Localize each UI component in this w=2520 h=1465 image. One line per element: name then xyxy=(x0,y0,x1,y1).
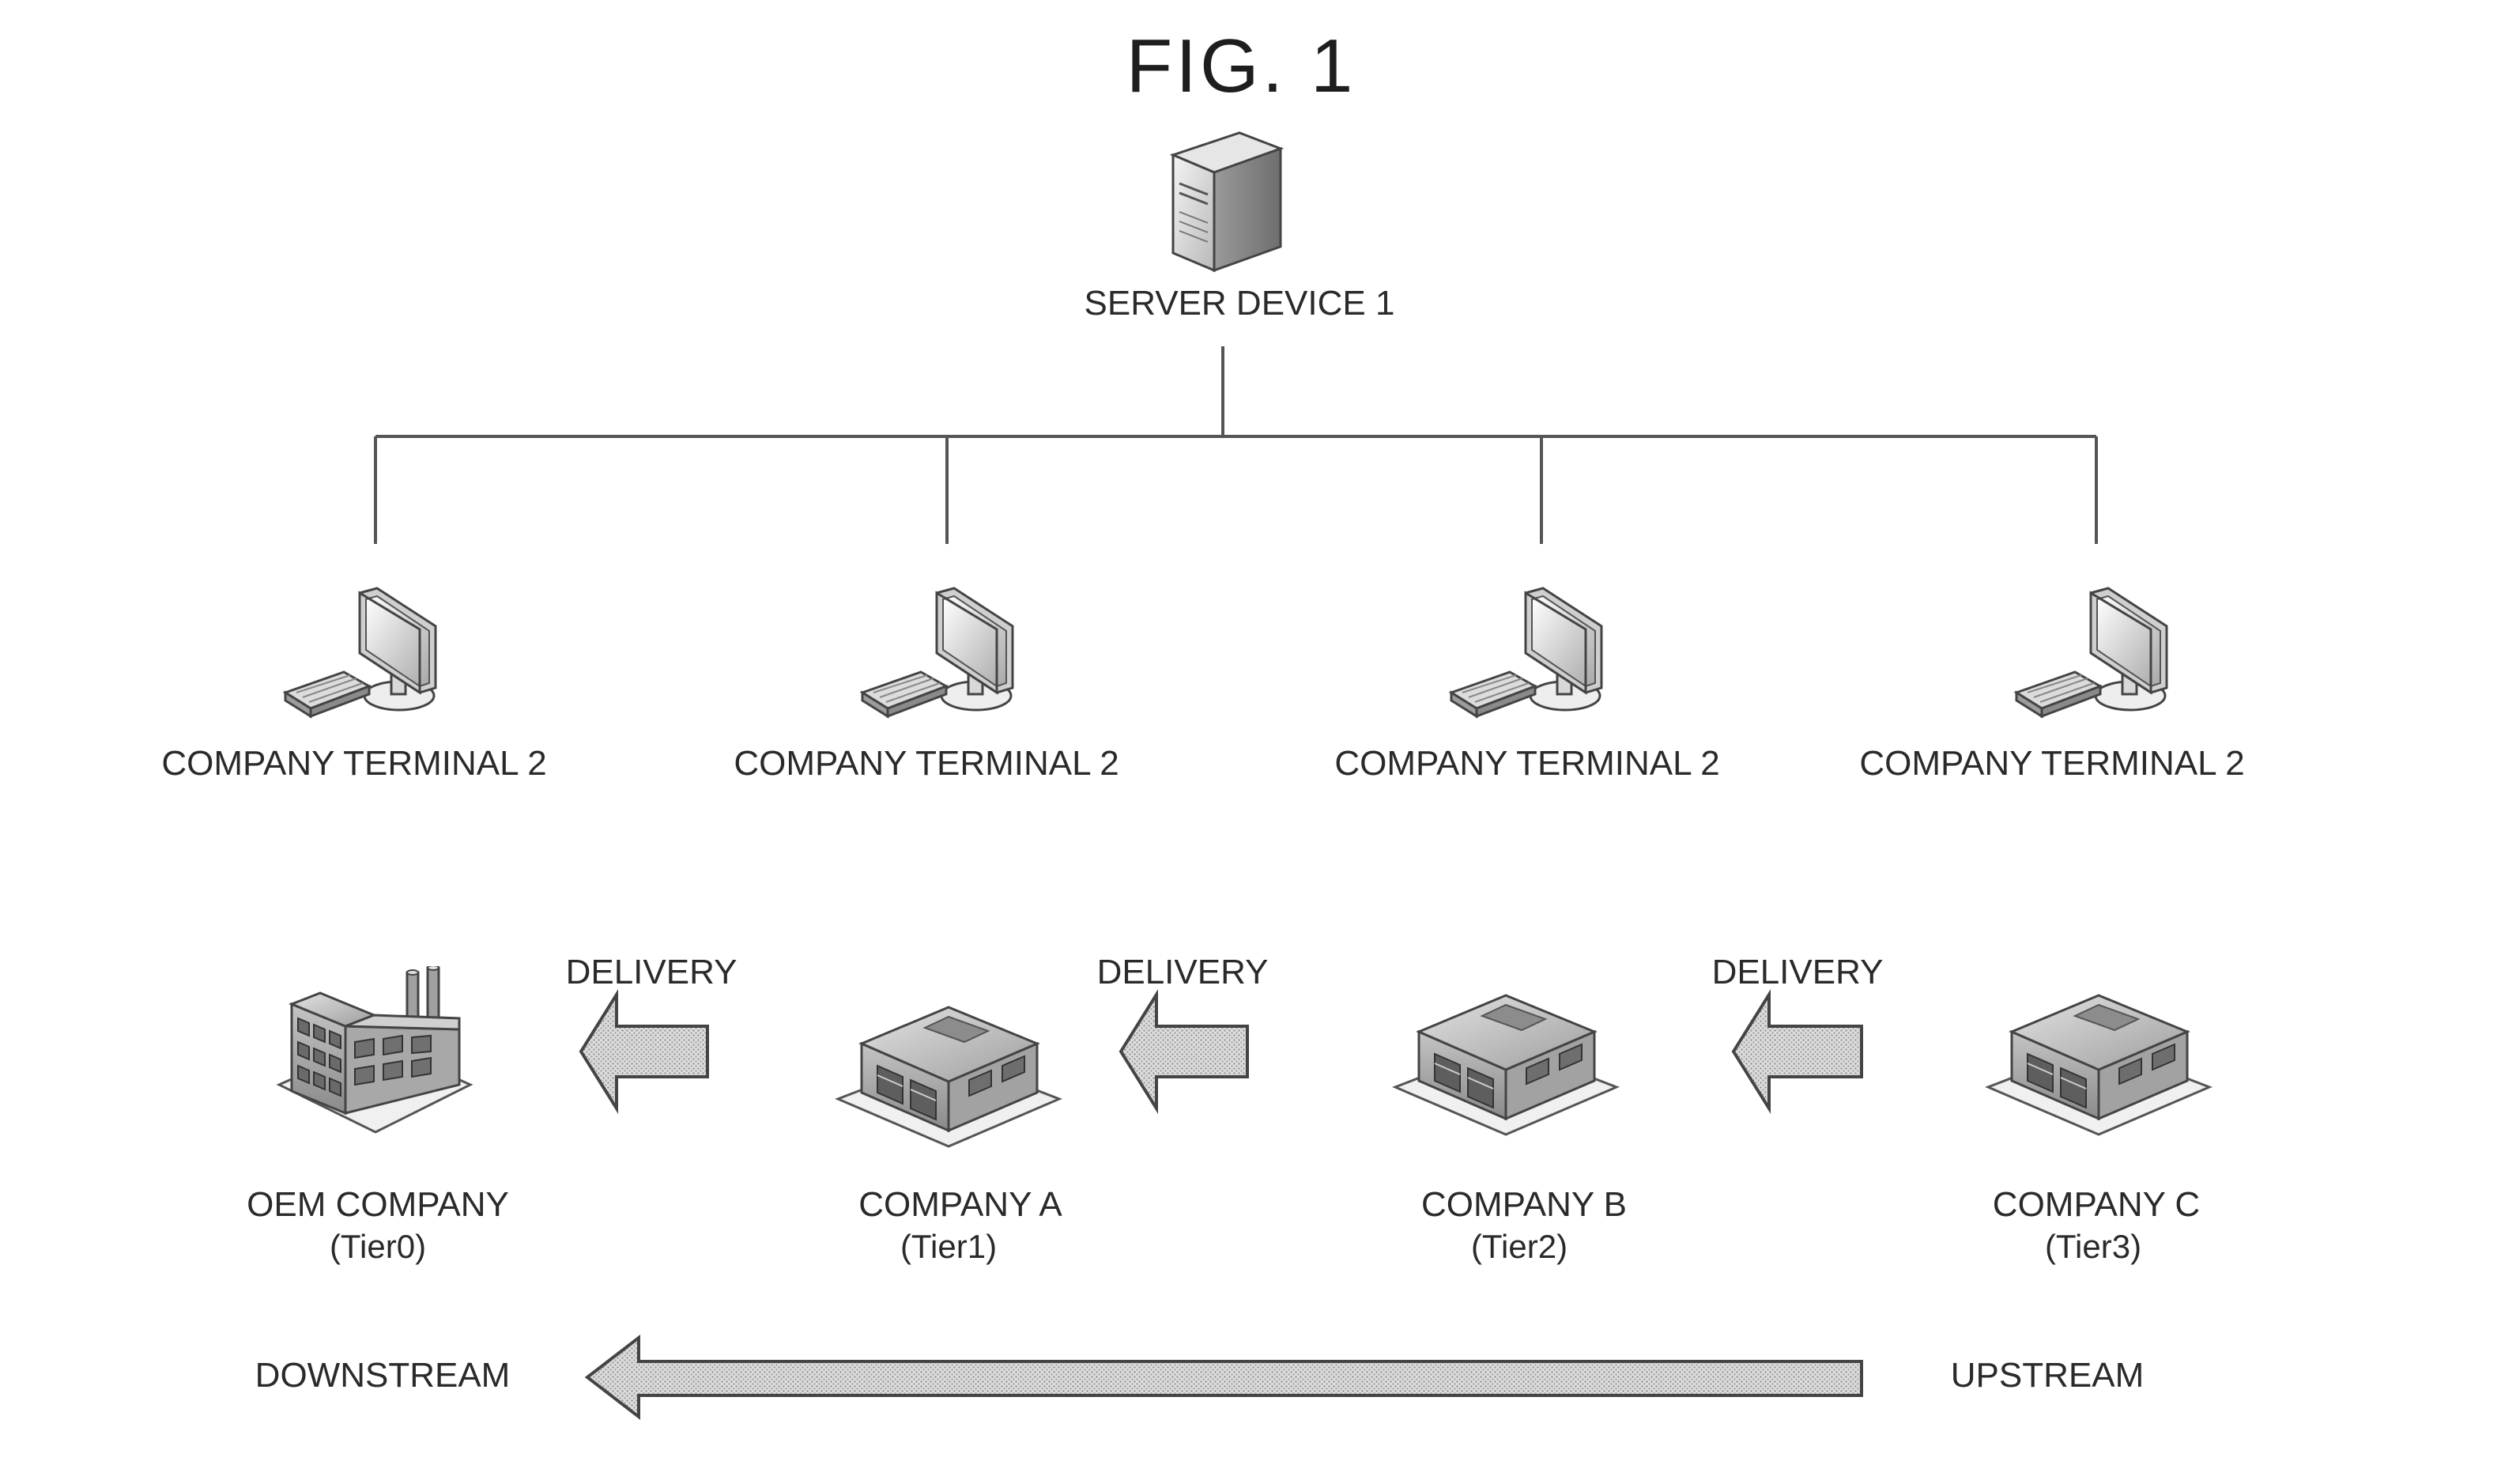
downstream-label: DOWNSTREAM xyxy=(255,1356,511,1395)
company-tier-c: (Tier3) xyxy=(2044,1228,2142,1265)
delivery-arrow-1 xyxy=(579,989,709,1114)
server-label: SERVER DEVICE 1 xyxy=(1084,284,1395,323)
terminal-label-3: COMPANY TERMINAL 2 xyxy=(1334,744,1720,783)
company-tier-oem: (Tier0) xyxy=(329,1228,427,1265)
company-name-c: COMPANY C xyxy=(1992,1185,2201,1224)
factory-icon xyxy=(277,966,472,1134)
desktop-computer-icon xyxy=(861,587,1014,718)
desktop-computer-icon xyxy=(2015,587,2168,718)
terminal-label-2: COMPANY TERMINAL 2 xyxy=(734,744,1119,783)
terminal-label-4: COMPANY TERMINAL 2 xyxy=(1859,744,2245,783)
delivery-arrow-2 xyxy=(1119,989,1249,1114)
delivery-label-2: DELIVERY xyxy=(1096,953,1269,991)
terminal-label-1: COMPANY TERMINAL 2 xyxy=(161,744,547,783)
building-icon xyxy=(836,1006,1061,1148)
delivery-label-3: DELIVERY xyxy=(1711,953,1884,991)
building-icon xyxy=(1986,994,2211,1136)
building-icon xyxy=(1394,994,1618,1136)
desktop-computer-icon xyxy=(284,587,437,718)
upstream-label: UPSTREAM xyxy=(1950,1356,2145,1395)
company-name-oem: OEM COMPANY xyxy=(247,1185,509,1224)
company-name-b: COMPANY B xyxy=(1421,1185,1627,1224)
flow-arrow xyxy=(584,1334,1863,1421)
delivery-arrow-3 xyxy=(1731,989,1863,1114)
company-tier-a: (Tier1) xyxy=(900,1228,998,1265)
server-icon xyxy=(1169,131,1285,273)
figure-title: FIG. 1 xyxy=(1126,24,1356,108)
company-tier-b: (Tier2) xyxy=(1470,1228,1568,1265)
desktop-computer-icon xyxy=(1450,587,1603,718)
company-name-a: COMPANY A xyxy=(858,1185,1062,1224)
delivery-label-1: DELIVERY xyxy=(565,953,738,991)
